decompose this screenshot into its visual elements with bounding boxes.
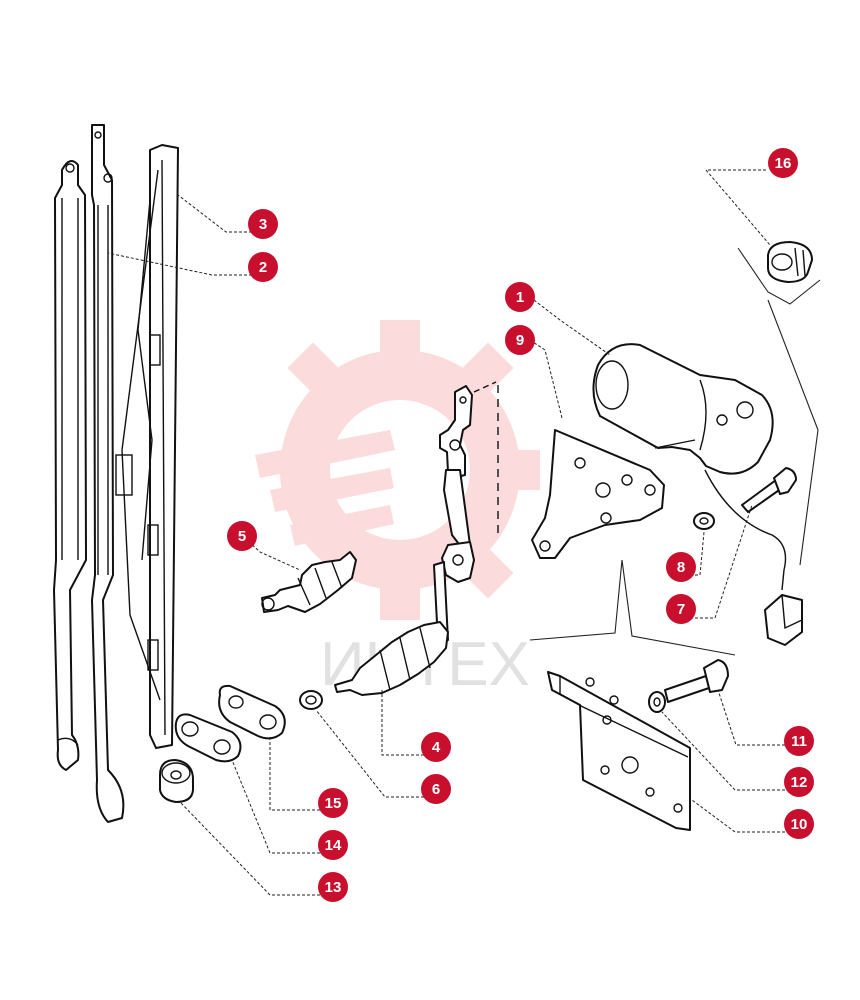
group-lines: [529, 247, 821, 656]
callout-13-label: 13: [325, 879, 342, 896]
callout-11: 11: [784, 726, 814, 756]
bolt-part-11: [664, 659, 729, 703]
bushing-part-13: [159, 759, 194, 803]
callout-15-label: 15: [325, 795, 342, 812]
callout-13: 13: [318, 872, 348, 902]
callout-3-label: 3: [259, 216, 267, 233]
callout-7: 7: [666, 594, 696, 624]
watermark-logo: [255, 320, 540, 620]
callout-1: 1: [505, 282, 535, 312]
callout-11-label: 11: [791, 733, 807, 750]
bracket-part-9: [531, 429, 665, 559]
motor-part-1: [592, 343, 787, 591]
callout-8-label: 8: [677, 559, 685, 576]
callout-9-label: 9: [516, 332, 524, 349]
callout-7-label: 7: [677, 601, 685, 618]
callout-12-label: 12: [791, 774, 808, 791]
callout-10-label: 10: [791, 816, 808, 833]
callout-5: 5: [227, 521, 257, 551]
connector-plug: [764, 594, 803, 646]
wiper-blade: [115, 144, 179, 749]
callout-16: 16: [768, 148, 798, 178]
washer-part-6: [299, 690, 323, 710]
linkage-arms: [433, 381, 499, 643]
plate-part-15: [218, 684, 286, 740]
bolt-part-7: [741, 467, 797, 513]
callout-10: 10: [784, 809, 814, 839]
callout-5-label: 5: [238, 528, 246, 545]
wiper-arm-middle: [91, 124, 125, 823]
washer-part-8: [693, 512, 715, 530]
spindle-part-4: [334, 621, 449, 696]
callout-9: 9: [505, 325, 535, 355]
callout-6-label: 6: [432, 781, 440, 798]
wiper-arm-left: [53, 160, 87, 771]
callout-2: 2: [248, 252, 278, 282]
callout-6: 6: [421, 774, 451, 804]
callout-2-label: 2: [259, 259, 267, 276]
grommet-part-16: [767, 241, 813, 283]
callout-8: 8: [666, 552, 696, 582]
callout-4-label: 4: [432, 739, 441, 756]
callout-3: 3: [248, 209, 278, 239]
callout-16-label: 16: [775, 155, 792, 172]
callout-15: 15: [318, 788, 348, 818]
callout-1-label: 1: [516, 289, 524, 306]
washer-part-12: [648, 691, 666, 713]
callout-14-label: 14: [325, 837, 342, 854]
plate-part-14: [174, 713, 242, 763]
spindle-part-5: [261, 551, 357, 613]
callout-4: 4: [421, 732, 451, 762]
bracket-part-10: [547, 671, 691, 831]
callout-12: 12: [784, 767, 814, 797]
callout-14: 14: [318, 830, 348, 860]
